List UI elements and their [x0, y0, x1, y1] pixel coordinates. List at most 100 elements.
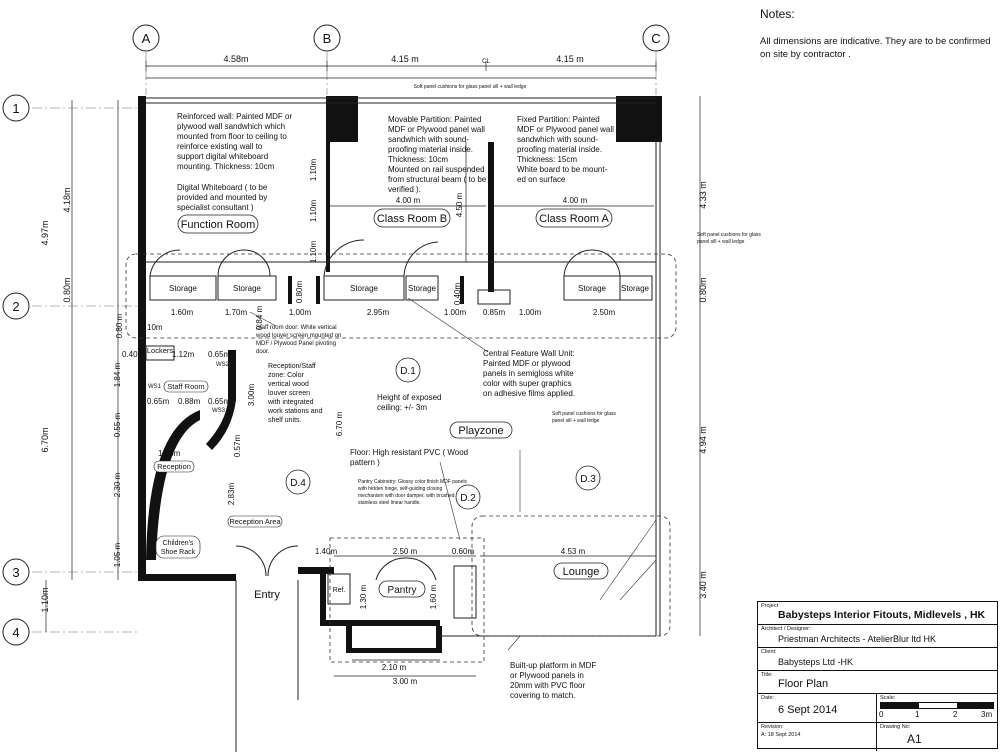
- tb-drawing: A1: [907, 732, 922, 746]
- dim-right-1: 0.80m: [698, 277, 708, 302]
- dim-int-14: 0.80m: [295, 281, 304, 304]
- tag-d2: D.2: [460, 493, 476, 504]
- title-block: Project Babysteps Interior Fitouts, Midl…: [757, 601, 998, 751]
- tb-revision-cell: Revision: A: 18 Sept 2014: [758, 723, 877, 751]
- tag-d1: D.1: [400, 366, 416, 377]
- notes-heading: Notes:: [760, 7, 795, 21]
- centerline-label: CL: [482, 59, 490, 65]
- scale-tick-3: 3m: [981, 710, 993, 719]
- room-class-b: Class Room B: [377, 213, 447, 225]
- dim-left-inner-5: 1.05 m: [113, 542, 122, 567]
- grid-label-c: C: [651, 31, 660, 46]
- dim-int-22: 0.65m: [208, 397, 231, 406]
- grid-label-a: A: [142, 31, 151, 46]
- note-reinforced-wall: Reinforced wall: Painted MDF or plywood …: [177, 112, 294, 171]
- grid-label-3: 3: [12, 565, 19, 580]
- room-pantry: Pantry: [388, 585, 417, 596]
- notes-panel: Notes: All dimensions are indicative. Th…: [760, 8, 996, 61]
- grid-label-2: 2: [12, 299, 19, 314]
- room-storage-4: Storage: [408, 284, 437, 293]
- dim-left-inner-2: 1.84 m: [113, 362, 122, 387]
- dim-int-37: 3.00 m: [393, 677, 418, 686]
- note-ceiling: Height of exposed ceiling: +/- 3m: [377, 393, 444, 412]
- soft-panel-right2-note: Soft panel cushions for glass panel sill…: [552, 411, 617, 424]
- grid-label-1: 1: [12, 101, 19, 116]
- tb-scale-cell: Scale: 0 1 2 3m: [877, 694, 995, 722]
- dim-top-1: 4.15 m: [391, 54, 419, 64]
- dim-int-4: 4.00 m: [396, 196, 421, 205]
- note-reception-staff: Reception/Staff zone: Color vertical woo…: [267, 363, 324, 424]
- note-floor: Floor: High resistant PVC ( Wood pattern…: [350, 448, 470, 467]
- tb-client-label: Client:: [761, 649, 777, 655]
- room-playzone: Playzone: [458, 425, 503, 437]
- zones: [125, 253, 677, 663]
- room-staff: Staff Room: [167, 382, 204, 391]
- dim-int-30: 1.40m: [315, 547, 338, 556]
- grid-lines: [32, 52, 657, 633]
- dim-int-21: 0.88m: [178, 397, 201, 406]
- grid-bubble-c: C: [642, 24, 670, 52]
- dim-int-16: 0.84 m: [255, 305, 264, 330]
- dim-left-inner-4: 2.30 m: [113, 472, 122, 497]
- dim-int-13: 2.50m: [593, 308, 616, 317]
- dim-int-19: 1.12m: [172, 350, 195, 359]
- ws1-label: WS1: [148, 384, 162, 390]
- grid-bubble-3: 3: [2, 558, 30, 586]
- grid-label-4: 4: [12, 625, 19, 640]
- dim-int-28: 2.83m: [227, 483, 236, 506]
- dim-int-20: 0.65m: [208, 350, 231, 359]
- room-storage-1: Storage: [169, 284, 198, 293]
- tb-date: 6 Sept 2014: [778, 704, 838, 716]
- tb-architect: Priestman Architects - AtelierBlur ltd H…: [778, 634, 937, 644]
- dim-int-29: 6.70 m: [335, 411, 344, 436]
- dim-int-36: 2.10 m: [382, 663, 407, 672]
- tb-date-label: Date:: [761, 695, 775, 701]
- dim-int-34: 1.30 m: [359, 584, 368, 609]
- top-dimensions: 4.58m 4.15 m 4.15 m CL Soft panel cushio…: [145, 54, 657, 90]
- dim-left-inner-0: 4.18m: [62, 187, 72, 212]
- room-labels: Function Room Class Room B Class Room A …: [147, 208, 650, 601]
- room-entry: Entry: [254, 589, 280, 601]
- dim-int-24: 0.65m: [147, 397, 170, 406]
- note-movable-partition: Movable Partition: Painted MDF or Plywoo…: [388, 115, 489, 194]
- notes-body: All dimensions are indicative. They are …: [760, 36, 991, 60]
- room-storage-2: Storage: [233, 284, 262, 293]
- dim-int-23: 0.40m: [122, 350, 145, 359]
- dim-int-27: 0.57m: [233, 435, 242, 458]
- tb-client: Babysteps Ltd -HK: [778, 657, 854, 667]
- note-platform: Built-up platform in MDF or Plywood pane…: [510, 661, 598, 700]
- dim-int-9: 1.00m: [289, 308, 312, 317]
- room-storage-6: Storage: [621, 284, 650, 293]
- interior-dimensions: 1.10m 1.10m 1.10m 4.50 m 4.00 m 4.00 m 1…: [115, 142, 656, 686]
- room-storage-5: Storage: [578, 284, 607, 293]
- dim-int-25: 1.36m: [158, 449, 181, 458]
- tb-date-row: Date: 6 Sept 2014 Scale: 0 1 2 3m: [758, 694, 997, 723]
- dim-int-12: 1.00m: [519, 308, 542, 317]
- tb-title-label: Title:: [761, 672, 773, 678]
- tb-architect-row: Architect / Designer: Priestman Architec…: [758, 625, 997, 648]
- dim-left-inner-1: 0.80m: [62, 277, 72, 302]
- grid-bubble-a: A: [132, 24, 160, 52]
- dim-int-32: 0.60m: [452, 547, 475, 556]
- soft-panel-right1-note: Soft panel cushions for glass panel sill…: [697, 232, 762, 245]
- tag-d3: D.3: [580, 474, 596, 485]
- dim-top-2: 4.15 m: [556, 54, 584, 64]
- dim-int-0: 1.10m: [309, 159, 318, 182]
- note-staff-room-door: Staff room door: White vertical wood lou…: [255, 325, 343, 355]
- room-lockers: Lockers: [147, 346, 174, 355]
- tb-revision-label: Revision:: [761, 724, 784, 730]
- tb-title-row: Title: Floor Plan: [758, 671, 997, 694]
- dim-left-inner-3: 0.55 m: [113, 412, 122, 437]
- tb-revision: A: 18 Sept 2014: [761, 732, 801, 738]
- dim-int-6: 1.60m: [171, 308, 194, 317]
- dim-int-17: 0.80 m: [115, 313, 124, 338]
- note-digital-whiteboard: Digital Whiteboard ( to be provided and …: [177, 183, 270, 212]
- dim-int-11: 0.85m: [483, 308, 506, 317]
- dim-int-15: 0.40m: [453, 283, 462, 306]
- scale-tick-1: 1: [915, 710, 920, 719]
- tb-title: Floor Plan: [778, 678, 829, 690]
- ws2-label: WS2: [216, 362, 230, 368]
- dim-int-33: 4.53 m: [561, 547, 586, 556]
- dim-left-outer-2: 1.10m: [40, 587, 50, 612]
